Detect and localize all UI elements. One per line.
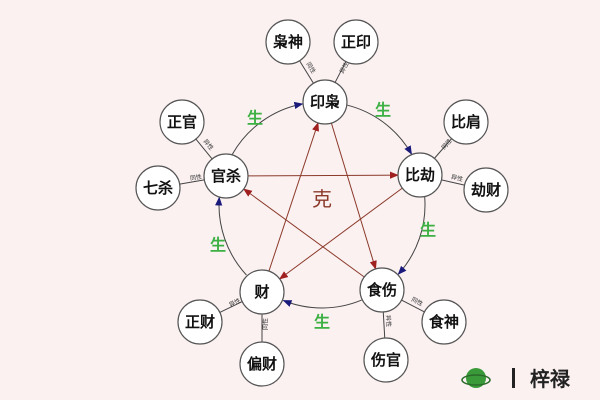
control-arrow [278,187,403,280]
generate-arrow [347,104,412,155]
main-node-label: 食伤 [367,281,397,299]
sub-node: 正印 [333,19,379,65]
relation-line [299,60,314,84]
main-node-cai: 财 [239,269,285,315]
sub-node-label: 比肩 [451,113,481,131]
sub-node: 枭神 [265,19,311,65]
sub-node-label: 正官 [167,113,197,131]
control-arrow [268,122,319,272]
sub-node: 食神 [421,299,467,345]
sub-node-label: 正财 [185,313,215,331]
main-node-yin: 印枭 [302,79,348,125]
sub-node: 正财 [177,299,223,345]
sub-node-label: 伤官 [370,351,401,369]
relation-line [382,311,386,339]
relation-line [179,179,205,185]
relation-line [334,61,347,83]
relation-label: 异性 [384,315,393,327]
sub-node-label: 正印 [341,33,371,51]
relation-label: 同性 [304,61,317,75]
main-node-guan: 官杀 [203,153,249,199]
main-node-bi: 比劫 [397,152,443,198]
relation-line [441,179,465,186]
relation-label: 异性 [228,296,242,308]
relation-line [219,301,243,313]
sub-node: 劫财 [463,167,509,213]
generate-arrow [215,196,247,276]
control-arrow [243,188,365,278]
generate-label: 生 [375,101,391,120]
main-node-label: 比劫 [405,166,435,184]
generate-arrow [231,101,304,155]
generate-label: 生 [210,236,226,255]
sub-node: 比肩 [443,99,489,145]
relation-label: 同性 [189,173,202,183]
generate-label: 生 [420,221,436,240]
relation-line [401,299,425,313]
sub-node: 伤官 [363,337,409,383]
relation-line [434,138,452,159]
sub-node-label: 食神 [429,313,459,331]
main-node-label: 官杀 [211,167,241,185]
control-label: 克 [312,187,332,211]
generate-label: 生 [314,313,330,332]
generate-label: 生 [247,109,263,128]
watermark-logo-icon [466,368,486,388]
generate-arrow [282,299,362,309]
relation-label: 异性 [201,138,215,152]
watermark-text: 梓禄 [530,367,571,391]
main-node-label: 印枭 [310,93,340,111]
sub-node: 七杀 [135,165,181,211]
control-arrow [330,122,377,270]
sub-node-label: 偏财 [247,355,277,373]
control-arrow [247,171,399,179]
relation-label: 异性 [450,173,463,183]
sub-node-label: 枭神 [272,33,303,51]
sub-node-label: 劫财 [471,181,501,199]
main-node-shi: 食伤 [359,267,405,313]
relation-line [195,138,213,160]
sub-node: 正官 [159,99,205,145]
sub-node-label: 七杀 [143,179,173,197]
sub-node: 偏财 [239,341,285,387]
main-node-label: 财 [254,283,269,301]
relation-label: 同性 [262,318,270,330]
watermark: 梓禄 [461,367,571,391]
generate-arrow [397,197,426,275]
